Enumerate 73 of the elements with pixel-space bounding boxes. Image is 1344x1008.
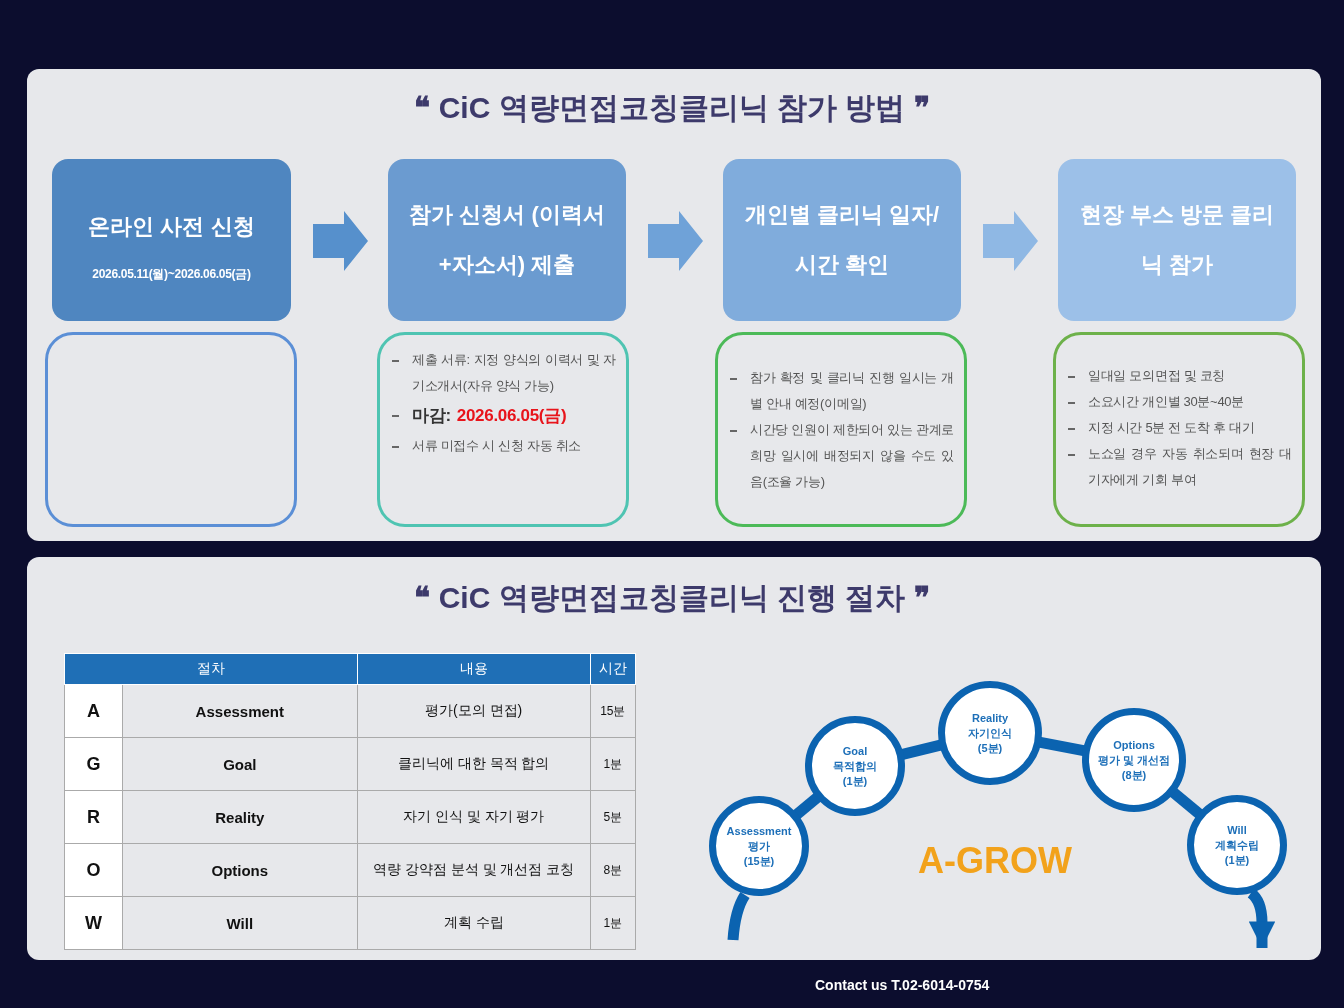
table-cell: Assessment [122,684,358,738]
step-title: 참가 신청서 (이력서+자소서) 제출 [408,201,606,279]
note-text: 일대일 모의면접 및 코칭 [1088,368,1225,383]
block-arrow [983,211,1038,271]
step-text: (8분) [1121,767,1147,783]
step-name: Will [1227,822,1247,838]
connector-line [792,792,822,820]
table-cell: 자기 인식 및 자기 평가 [357,790,591,844]
block-arrow [648,211,703,271]
table-cell: 8분 [590,843,636,897]
step-text: (15분) [743,853,775,869]
table-cell: 15분 [590,684,636,738]
step-text: 자기인식 [968,725,1012,741]
note-text: 소요시간 개인별 30분~40분 [1088,394,1244,409]
step-text: 평가 [748,838,770,854]
contact-text: Contact us T.02-6014-0754 [815,977,990,993]
deadline-date: 2026.06.05(금) [456,406,567,425]
note-text: 지정 시간 5분 전 도착 후 대기 [1088,420,1255,435]
table-header-cell: 절차 [64,653,358,685]
table-header-cell: 시간 [590,653,636,685]
connector-line [1038,736,1086,757]
note-text: 서류 미접수 시 신청 자동 취소 [412,438,581,453]
note-box [377,332,629,527]
step-text: (5분) [977,740,1003,756]
table-cell: 클리닉에 대한 목적 합의 [357,737,591,791]
table-cell: 1분 [590,896,636,950]
note-text: 참가 확정 및 클리닉 진행 일시는 개별 안내 예정(이메일) [750,370,954,411]
note-text: 시간당 인원이 제한되어 있는 관계로 희망 일시에 배정되지 않을 수도 있음(조율 가능) [750,422,954,489]
step-title: 개인별 클리닉 일자/시간 확인 [743,201,941,279]
table-cell: 역량 강약점 분석 및 개선점 코칭 [357,843,591,897]
table-cell: A [64,684,123,738]
process-box [1058,159,1296,321]
block-arrow [313,211,368,271]
table-cell: R [64,790,123,844]
model-label: A-GROW [918,840,1072,882]
section-title: ❝ CiC 역량면접코칭클리닉 참가 방법 ❞ [413,90,931,126]
connector-line [727,892,750,941]
table-cell: 1분 [590,737,636,791]
step-text: 목적합의 [833,758,877,774]
table-cell: O [64,843,123,897]
table-cell: 5분 [590,790,636,844]
process-box [388,159,626,321]
step-text: (1분) [842,773,868,789]
table-cell: Will [122,896,358,950]
step-title: 온라인 사전 신청 [88,212,255,241]
table-cell: 계획 수립 [357,896,591,950]
process-box [52,159,291,321]
note-text: 노쇼일 경우 자동 취소되며 현장 대기자에게 기회 부여 [1088,446,1292,487]
deadline-label: 마감: [412,406,451,425]
process-box [723,159,961,321]
note-text: 제출 서류: 지정 양식의 이력서 및 자기소개서(자유 양식 가능) [412,352,616,393]
connector-line [1169,787,1204,819]
connector-line [900,739,943,760]
section-title: ❝ CiC 역량면접코칭클리닉 진행 절차 ❞ [413,580,931,616]
step-text: 평가 및 개선점 [1097,752,1171,768]
table-cell: W [64,896,123,950]
step-name: Goal [842,743,868,759]
note-box [715,332,967,527]
table-header-cell: 내용 [357,653,591,685]
note-box [1053,332,1305,527]
step-title: 현장 부스 방문 클리닉 참가 [1078,201,1276,279]
table-cell: G [64,737,123,791]
table-cell: 평가(모의 면접) [357,684,591,738]
step-text: 계획수립 [1215,837,1259,853]
table-cell: Goal [122,737,358,791]
step-name: Assessment [726,823,792,839]
rounded-box [45,332,297,527]
step-date: 2026.05.11(월)~2026.06.05(금) [92,265,251,283]
step-name: Options [1113,737,1155,753]
step-text: (1분) [1224,852,1250,868]
step-name: Reality [971,710,1009,726]
table-cell: Reality [122,790,358,844]
table-cell: Options [122,843,358,897]
